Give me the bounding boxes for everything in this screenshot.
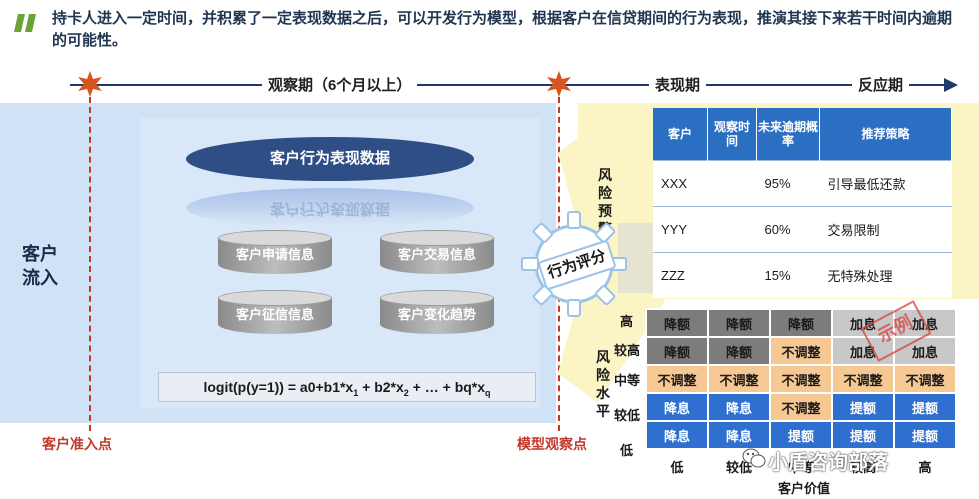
observation-period-label: 观察期（6个月以上）	[262, 74, 418, 95]
strategy-header-cell: 推荐策略	[819, 108, 952, 161]
observation-point-star-icon	[547, 71, 571, 97]
matrix-cell: 降息	[707, 420, 771, 450]
matrix-cell: 降额	[645, 308, 709, 338]
observation-point-label: 模型观察点	[517, 436, 587, 452]
matrix-col-label: 低	[670, 460, 684, 475]
matrix-cell: 提额	[831, 420, 895, 450]
reflection-text: 客户行为表现数据	[269, 200, 390, 217]
strategy-cell: 无特殊处理	[819, 252, 952, 298]
database-cylinder: 客户申请信息	[218, 230, 332, 274]
matrix-row: 降额 降额 降额 加息 加息	[645, 308, 957, 338]
strategy-table: 客户 观察时间 未来逾期概率 推荐策略 XXX 95% 引导最低还款 YYY 6…	[653, 108, 952, 298]
strategy-cell: ZZZ	[653, 252, 708, 298]
watermark-text: 小盾咨询部落	[768, 452, 888, 474]
matrix-row: 降息 降息 提额 提额 提额	[645, 420, 957, 450]
timeline-axis	[70, 84, 950, 86]
matrix-row-label: 较低	[614, 408, 641, 423]
matrix-cell: 降息	[707, 392, 771, 422]
strategy-header-cell: 观察时间	[707, 108, 757, 161]
matrix-cell: 提额	[893, 392, 957, 422]
response-period-label: 反应期	[852, 74, 910, 95]
matrix-cell: 加息	[893, 336, 957, 366]
risk-level-label: 风险水平	[596, 349, 610, 419]
customer-inflow-label: 客户流入	[22, 244, 58, 288]
database-label: 客户申请信息	[235, 247, 314, 262]
strategy-cell	[707, 206, 757, 253]
matrix-cell: 不调整	[707, 364, 771, 394]
wechat-icon	[742, 448, 766, 468]
strategy-cell: 引导最低还款	[819, 160, 952, 207]
matrix-cell: 不调整	[769, 392, 833, 422]
matrix-col-label: 较高	[849, 460, 876, 475]
matrix-cell: 不调整	[893, 364, 957, 394]
matrix-cell: 降额	[707, 308, 771, 338]
matrix-row-label: 低	[620, 443, 634, 458]
strategy-cell: YYY	[653, 206, 708, 253]
matrix-row-label: 中等	[614, 373, 641, 388]
matrix-cell: 降息	[645, 392, 709, 422]
matrix-cell: 加息	[831, 308, 895, 338]
matrix-col-label: 较低	[725, 460, 752, 475]
customer-inflow-arrow	[0, 103, 150, 423]
matrix-cell: 不调整	[645, 364, 709, 394]
database-label: 客户变化趋势	[397, 307, 476, 322]
matrix-cell: 不调整	[831, 364, 895, 394]
strategy-header-cell: 客户	[653, 108, 708, 161]
matrix-cell: 提额	[893, 420, 957, 450]
matrix-row-label: 高	[620, 314, 634, 329]
behavior-data-ellipse: 客户行为表现数据	[186, 137, 474, 181]
behavior-data-reflection: 客户行为表现数据	[186, 188, 474, 228]
matrix-row: 不调整 不调整 不调整 不调整 不调整	[645, 364, 957, 394]
strategy-row: XXX 95% 引导最低还款	[653, 160, 952, 207]
strategy-cell: 交易限制	[819, 206, 952, 253]
strategy-cell: 95%	[756, 160, 820, 207]
entry-point-dashed-line	[89, 97, 91, 431]
strategy-row: ZZZ 15% 无特殊处理	[653, 252, 952, 298]
logit-formula: logit(p(y=1)) = a0+b1*x1 + b2*x2 + … + b…	[158, 372, 536, 402]
header-description: 持卡人进入一定时间，并积累了一定表现数据之后，可以开发行为模型，根据客户在信贷期…	[52, 10, 953, 49]
database-cylinder: 客户征信信息	[218, 290, 332, 334]
matrix-cell: 加息	[831, 336, 895, 366]
database-cylinder: 客户交易信息	[380, 230, 494, 274]
strategy-cell	[707, 160, 757, 207]
matrix-col-label: 中等	[787, 460, 814, 475]
matrix-cell: 提额	[831, 392, 895, 422]
matrix-cell: 降额	[769, 308, 833, 338]
database-label: 客户交易信息	[397, 247, 476, 262]
matrix-row: 降额 降额 不调整 加息 加息	[645, 336, 957, 366]
timeline-arrowhead	[944, 78, 958, 92]
matrix-cell: 提额	[769, 420, 833, 450]
strategy-cell	[707, 252, 757, 298]
entry-point-label: 客户准入点	[42, 436, 112, 452]
matrix-cell: 不调整	[769, 364, 833, 394]
matrix-cell: 降息	[645, 420, 709, 450]
header-bullet-icon	[14, 14, 36, 32]
strategy-cell: 15%	[756, 252, 820, 298]
matrix-cell: 加息	[893, 308, 957, 338]
strategy-header-cell: 未来逾期概率	[756, 108, 820, 161]
matrix-cell: 降额	[645, 336, 709, 366]
matrix-col-label: 高	[918, 460, 932, 475]
matrix-row: 降息 降息 不调整 提额 提额	[645, 392, 957, 422]
entry-point-star-icon	[78, 71, 102, 97]
performance-period-label: 表现期	[649, 74, 707, 95]
database-cylinder: 客户变化趋势	[380, 290, 494, 334]
database-label: 客户征信信息	[235, 307, 314, 322]
customer-value-axis-title: 客户价值	[778, 481, 831, 496]
strategy-cell: 60%	[756, 206, 820, 253]
strategy-row: YYY 60% 交易限制	[653, 206, 952, 253]
risk-value-matrix: 降额 降额 降额 加息 加息 降额 降额 不调整 加息 加息 不调整 不调整 不…	[645, 308, 957, 450]
strategy-cell: XXX	[653, 160, 708, 207]
matrix-row-label: 较高	[614, 343, 641, 358]
matrix-cell: 不调整	[769, 336, 833, 366]
matrix-cell: 降额	[707, 336, 771, 366]
